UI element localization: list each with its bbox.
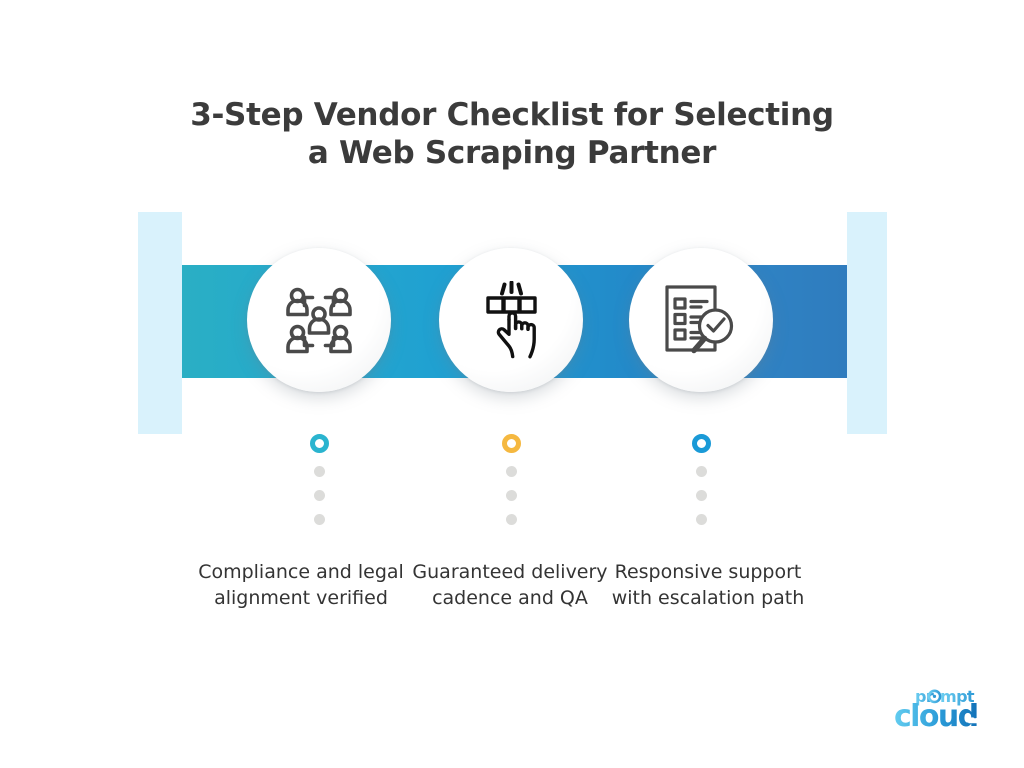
step-3-caption: Responsive support with escalation path <box>611 561 805 609</box>
step-2-dot-1 <box>505 466 517 477</box>
step-3-ring-marker <box>691 434 711 453</box>
step-3-dot-1 <box>695 466 707 477</box>
hand-click-select-icon <box>476 281 546 359</box>
people-selection-icon <box>282 283 356 357</box>
page-title-line-1: 3-Step Vendor Checklist for Selecting <box>190 97 834 133</box>
banner-left-accent-bar <box>138 212 182 434</box>
checklist-magnifier-icon <box>663 283 739 357</box>
step-1-caption: Compliance and legal alignment verified <box>198 561 404 609</box>
step-1-dot-2 <box>313 490 325 501</box>
step-2-caption: Guaranteed delivery cadence and QA <box>412 561 608 609</box>
svg-text:mpt: mpt <box>940 687 975 706</box>
step-2-marker-column <box>491 434 531 525</box>
step-1-dot-3 <box>313 514 325 525</box>
step-1-ring-marker <box>309 434 329 453</box>
page-title-line-2: a Web Scraping Partner <box>307 135 717 171</box>
svg-text:cloud: cloud <box>894 699 978 732</box>
step-2-ring-marker <box>501 434 521 453</box>
page-title: 3-Step Vendor Checklist for Selecting a … <box>0 96 1024 172</box>
step-1-marker-column <box>299 434 339 525</box>
step-2-icon-circle <box>439 248 583 392</box>
banner-right-accent-bar <box>847 212 887 434</box>
step-3-dot-2 <box>695 490 707 501</box>
step-1-icon-circle <box>247 248 391 392</box>
promptcloud-logo: pr mpt cloud <box>893 684 997 734</box>
step-1-dot-1 <box>313 466 325 477</box>
step-3-icon-circle <box>629 248 773 392</box>
step-3-dot-3 <box>695 514 707 525</box>
step-2-dot-3 <box>505 514 517 525</box>
step-3-marker-column <box>681 434 721 525</box>
step-2-dot-2 <box>505 490 517 501</box>
